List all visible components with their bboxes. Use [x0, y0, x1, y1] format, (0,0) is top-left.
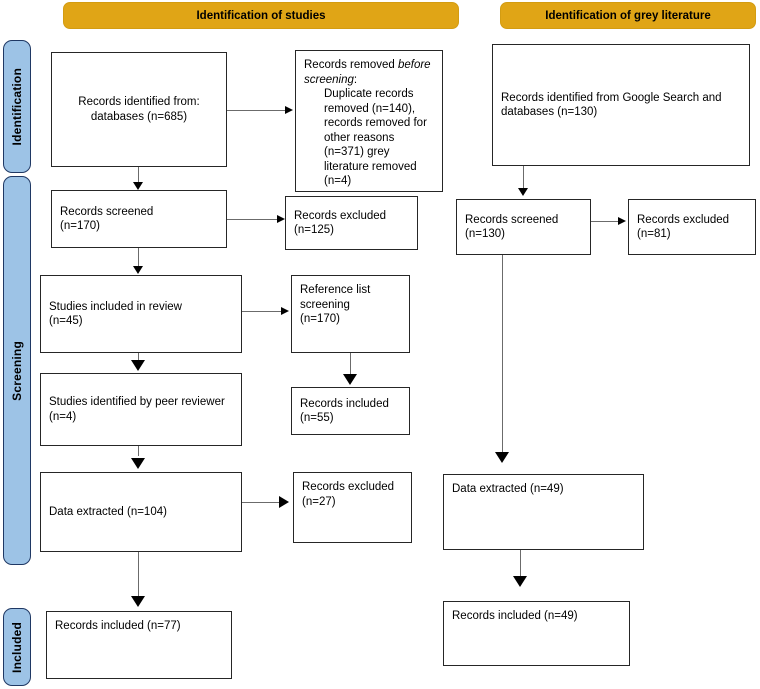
node-records-excluded-125: Records excluded (n=125): [285, 196, 418, 250]
connector-google-to-screened: [523, 166, 525, 190]
node-label: Records included (n=77): [55, 620, 181, 632]
node-label: Studies identified by peer reviewer (n=4…: [49, 396, 225, 423]
node-records-screened-130: Records screened (n=130): [456, 199, 591, 255]
arrowhead-data-extracted-to-excluded-27: [279, 496, 289, 508]
node-data-extracted-104: Data extracted (n=104): [40, 472, 242, 552]
node-label: Records identified from: databases (n=68…: [78, 96, 200, 123]
node-records-removed-before-screening: Records removed before screening: Duplic…: [295, 50, 443, 192]
node-label: Records excluded (n=27): [302, 481, 395, 508]
phase-bar-identification: Identification: [3, 40, 31, 173]
arrowhead-data-extracted-49-to-included-49: [513, 576, 527, 587]
node-label: Records excluded (n=125): [294, 209, 387, 237]
node-label: Records excluded (n=81): [637, 213, 730, 241]
connector-data-extracted-49-to-included-49: [520, 550, 522, 582]
node-studies-included-in-review: Studies included in review (n=45): [40, 275, 242, 353]
node-records-included-49: Records included (n=49): [443, 601, 630, 666]
node-studies-identified-peer-reviewer: Studies identified by peer reviewer (n=4…: [40, 373, 242, 446]
node-label: Records included (n=55): [300, 397, 389, 425]
arrowhead-screened-to-studies-included: [133, 266, 143, 274]
node-data-extracted-49: Data extracted (n=49): [443, 474, 644, 550]
column-header-identification-of-grey-literature: Identification of grey literature: [500, 2, 756, 29]
node-label: Records included (n=49): [452, 610, 578, 622]
node-reference-list-screening: Reference list screening (n=170): [291, 275, 410, 353]
connector-reference-list-to-included-55: [350, 353, 352, 380]
connector-identified-to-removed: [227, 110, 287, 112]
node-records-identified-databases: Records identified from: databases (n=68…: [51, 52, 227, 167]
node-records-included-55: Records included (n=55): [291, 387, 410, 435]
arrowhead-screened-to-excluded: [277, 214, 285, 223]
connector-screened-130-to-excluded-81: [591, 221, 620, 223]
connector-screened-to-studies-included: [138, 248, 140, 268]
node-records-included-77: Records included (n=77): [46, 611, 232, 679]
removed-title-emphasis: before screening: [304, 59, 431, 86]
connector-screened-to-excluded: [227, 219, 279, 221]
connector-screened-130-to-data-extracted-49: [502, 255, 504, 455]
node-label: Records screened (n=170): [60, 205, 154, 233]
arrowhead-peer-reviewer-to-data-extracted: [131, 458, 145, 469]
connector-data-extracted-to-excluded-27: [242, 502, 282, 504]
connector-studies-to-peer-reviewer: [138, 353, 140, 363]
arrowhead-reference-list-to-included-55: [343, 374, 357, 385]
connector-data-extracted-to-included-77: [138, 552, 140, 600]
node-label: Studies included in review (n=45): [49, 300, 182, 328]
arrowhead-google-to-screened: [518, 188, 528, 196]
arrowhead-studies-to-peer-reviewer: [131, 360, 145, 371]
connector-studies-to-reference-list: [242, 311, 283, 313]
arrowhead-identified-to-removed: [285, 105, 293, 114]
node-records-identified-google-search: Records identified from Google Search an…: [492, 44, 750, 166]
phase-bar-screening: Screening: [3, 176, 31, 565]
connector-identified-to-screened: [138, 167, 140, 184]
arrowhead-screened-130-to-excluded-81: [618, 216, 626, 225]
arrowhead-studies-to-reference-list: [281, 306, 289, 315]
node-label: Data extracted (n=49): [452, 483, 564, 495]
column-header-label: Identification of studies: [196, 9, 326, 22]
node-records-excluded-27: Records excluded (n=27): [293, 472, 412, 543]
node-label: Records screened (n=130): [465, 213, 559, 241]
phase-bar-label: Included: [10, 621, 24, 673]
node-label: Reference list screening (n=170): [300, 284, 371, 325]
column-header-label: Identification of grey literature: [545, 9, 711, 22]
arrowhead-screened-130-to-data-extracted-49: [495, 452, 509, 463]
node-records-screened: Records screened (n=170): [51, 190, 227, 248]
node-label: Data extracted (n=104): [49, 505, 167, 518]
node-label-title: Records removed before screening:: [304, 58, 434, 87]
removed-title-prefix: Records removed: [304, 59, 398, 71]
arrowhead-identified-to-screened: [133, 182, 143, 190]
node-label-body: Duplicate records removed (n=140), recor…: [324, 88, 427, 187]
node-records-excluded-81: Records excluded (n=81): [628, 199, 756, 255]
connector-peer-reviewer-to-data-extracted: [138, 446, 140, 456]
phase-bar-label: Identification: [10, 67, 24, 146]
arrowhead-data-extracted-to-included-77: [131, 596, 145, 607]
node-label: Records identified from Google Search an…: [501, 91, 722, 119]
removed-title-suffix: :: [353, 73, 358, 86]
phase-bar-included: Included: [3, 608, 31, 686]
phase-bar-label: Screening: [10, 340, 24, 401]
column-header-identification-of-studies: Identification of studies: [63, 2, 459, 29]
